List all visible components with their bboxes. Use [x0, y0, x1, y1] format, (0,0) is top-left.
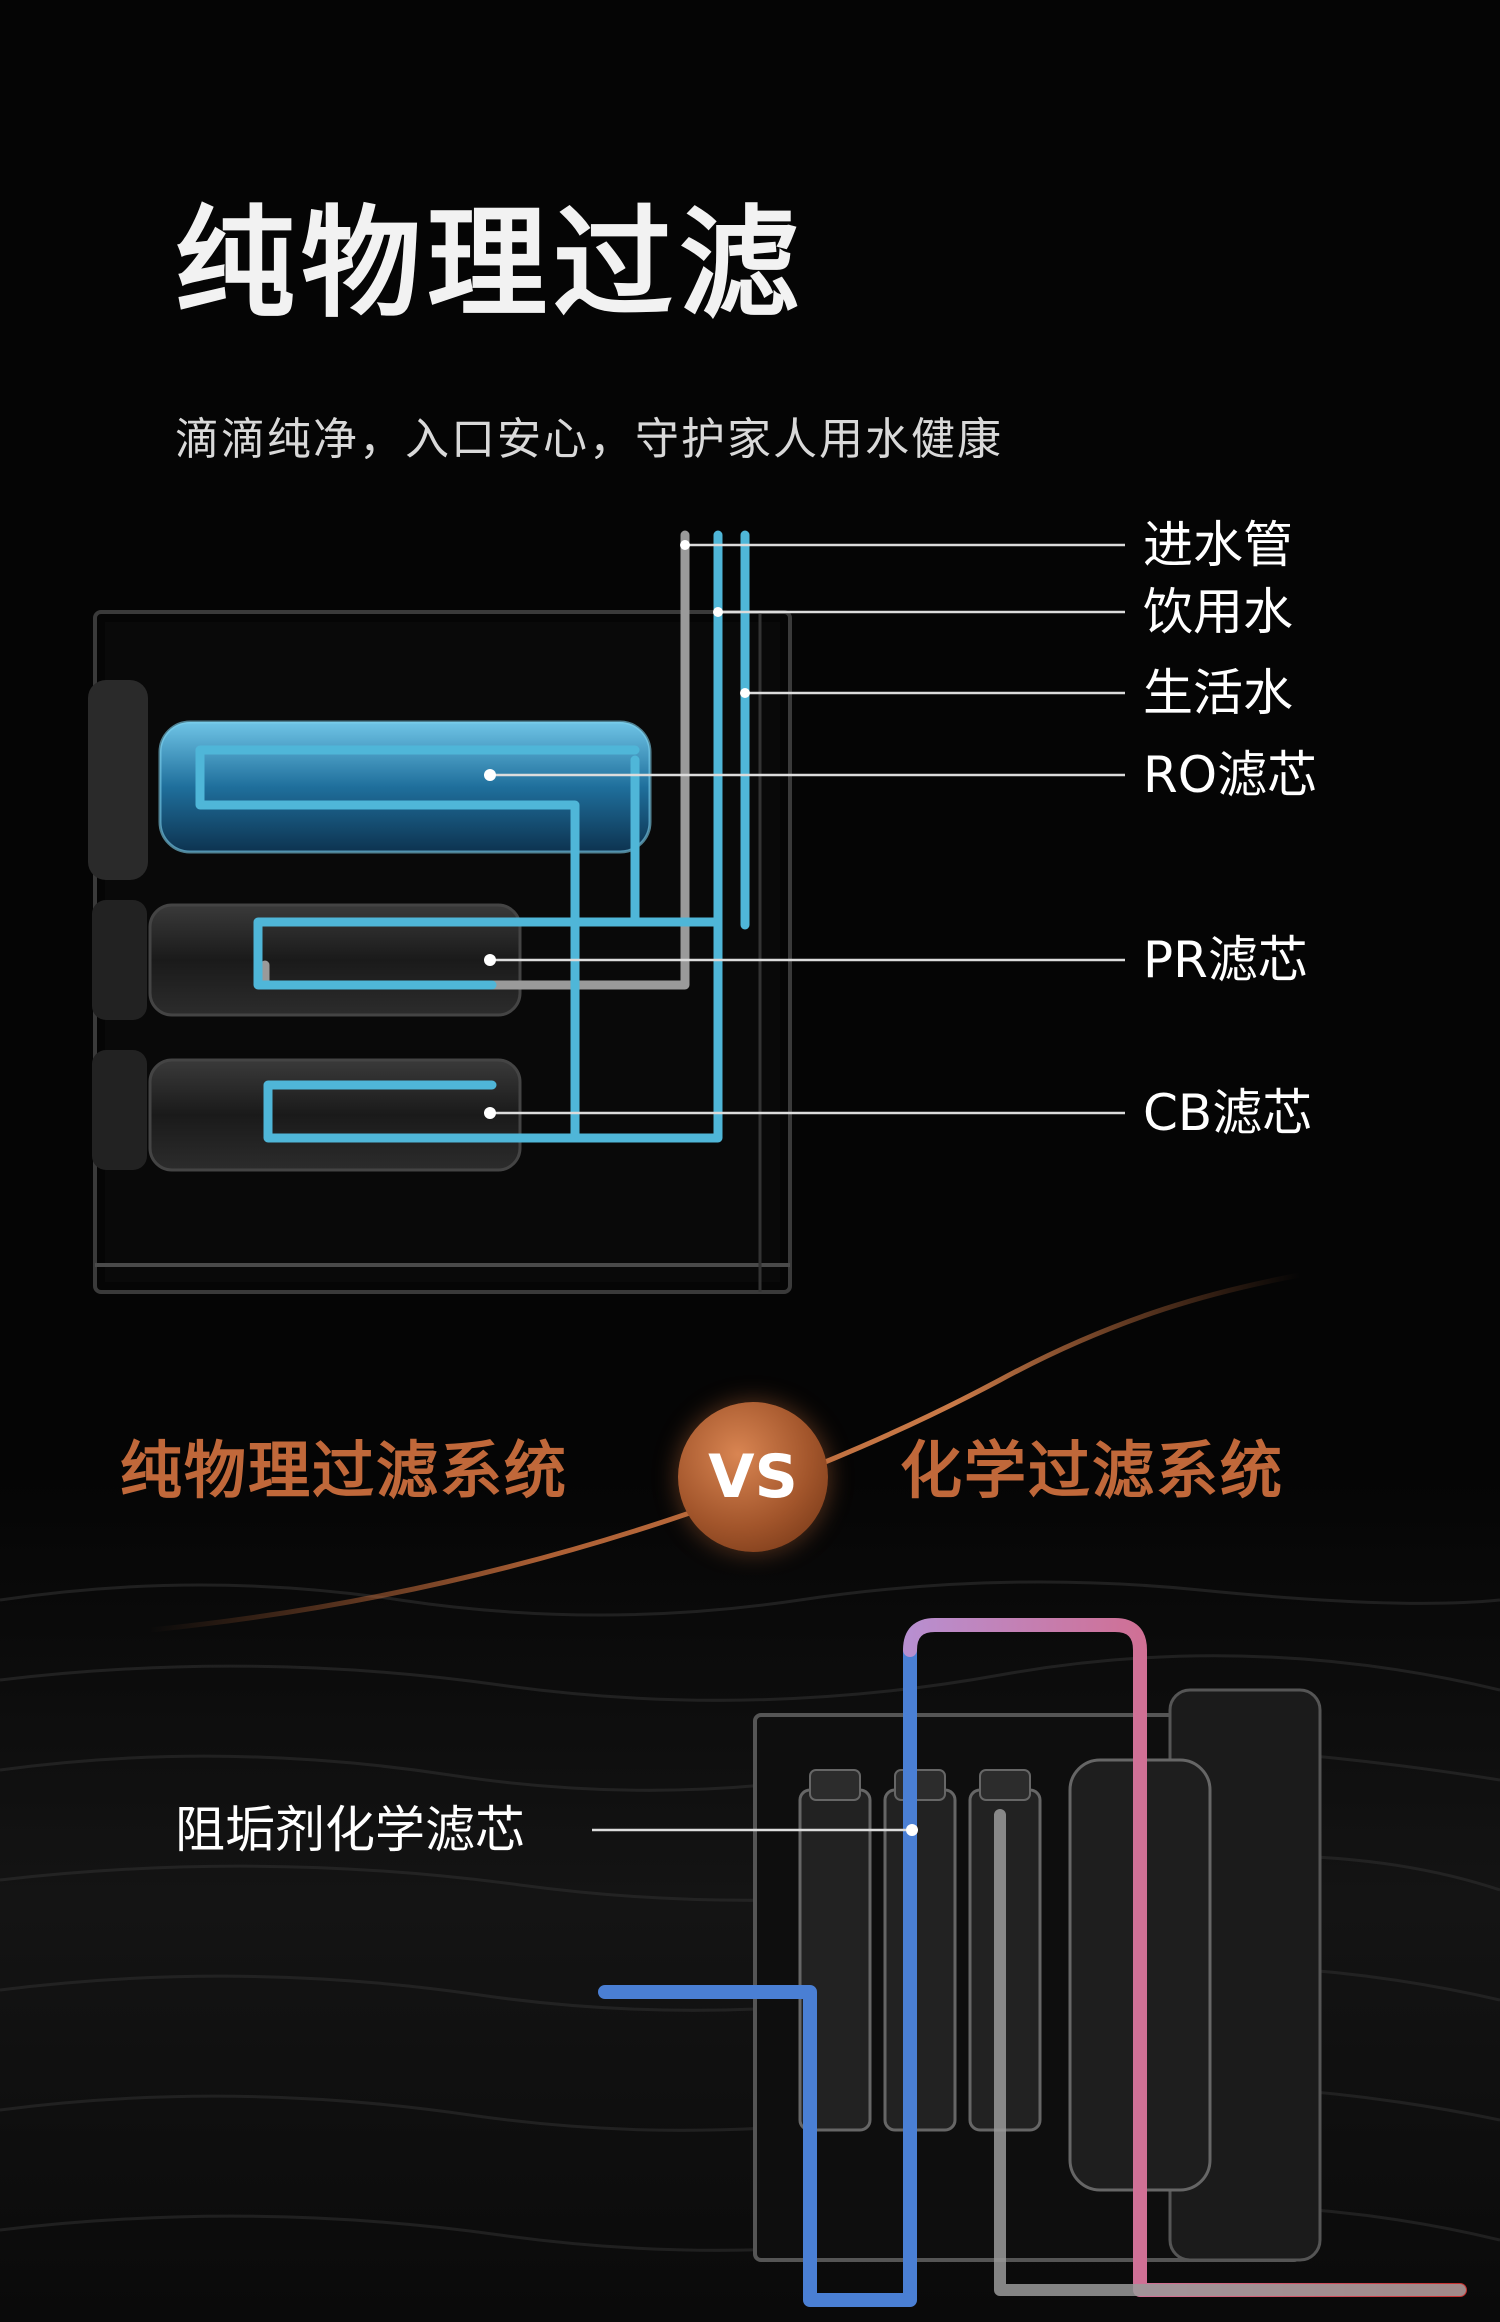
- label-ro-filter: RO滤芯: [1143, 746, 1318, 804]
- chemical-unit-diagram: [592, 1618, 1467, 2307]
- label-domestic-water: 生活水: [1143, 664, 1293, 722]
- comparison-left-label: 纯物理过滤系统: [120, 1434, 569, 1507]
- label-scale-inhibitor-filter: 阻垢剂化学滤芯: [175, 1801, 525, 1859]
- ro-unit-diagram: [88, 530, 1125, 1294]
- page-subtitle: 滴滴纯净，入口安心，守护家人用水健康: [175, 414, 1003, 465]
- label-drinking-water: 饮用水: [1143, 583, 1293, 641]
- vs-badge: VS: [678, 1402, 828, 1552]
- page-title: 纯物理过滤: [175, 195, 805, 334]
- label-cb-filter: CB滤芯: [1143, 1084, 1313, 1142]
- label-pr-filter: PR滤芯: [1143, 931, 1308, 989]
- label-inlet-pipe: 进水管: [1143, 516, 1293, 574]
- comparison-right-label: 化学过滤系统: [900, 1434, 1285, 1507]
